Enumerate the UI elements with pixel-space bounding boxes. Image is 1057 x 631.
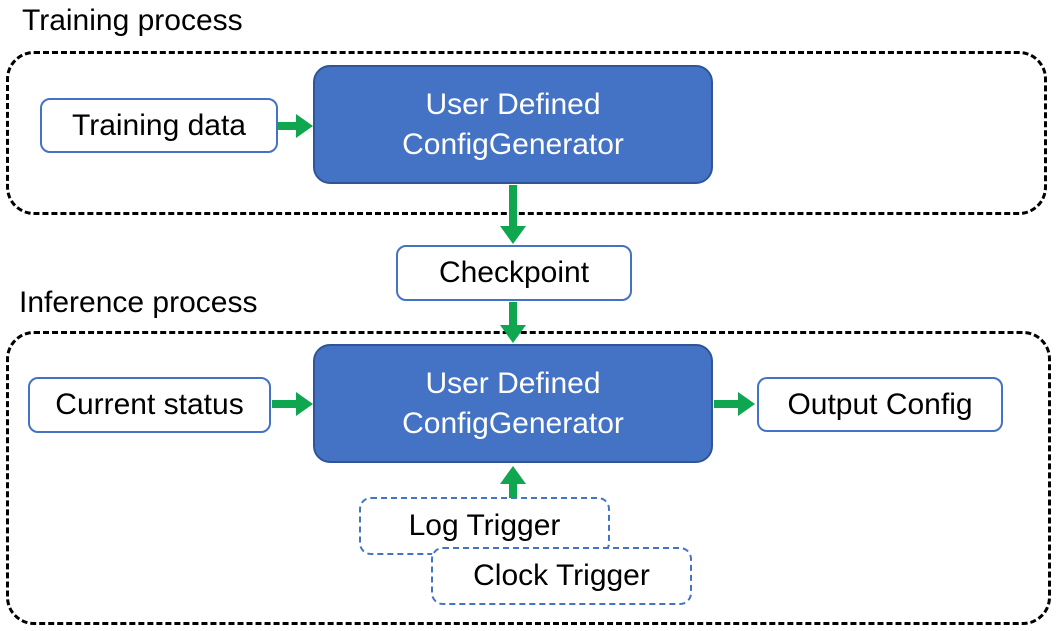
inference-process-container [6, 331, 1051, 625]
arrow-head-down-icon [500, 226, 526, 244]
training-data-label: Training data [72, 108, 246, 142]
inference-process-label: Inference process [19, 286, 258, 319]
arrow-shaft [509, 302, 517, 327]
arrow-head-right-icon [738, 392, 755, 416]
arrow-shaft [509, 482, 517, 498]
arrow-head-down-icon [500, 325, 526, 343]
training-process-label: Training process [22, 4, 243, 37]
config-generator-inference-line2: ConfigGenerator [402, 406, 624, 440]
config-generator-training-line2: ConfigGenerator [402, 127, 624, 161]
arrow-shaft [509, 185, 517, 228]
config-generator-training-node: User Defined ConfigGenerator [313, 65, 713, 184]
training-process-container [6, 51, 1047, 215]
clock-trigger-label: Clock Trigger [473, 559, 650, 592]
clock-trigger-node: Clock Trigger [431, 547, 692, 605]
log-trigger-node: Log Trigger [359, 497, 610, 555]
arrow-head-right-icon [296, 392, 313, 416]
checkpoint-label: Checkpoint [438, 256, 590, 289]
config-generator-inference-node: User Defined ConfigGenerator [313, 344, 713, 463]
current-status-label: Current status [55, 388, 244, 421]
arrow-shaft [278, 122, 298, 130]
training-data-node: Training data [40, 98, 278, 153]
config-generator-inference-line1: User Defined [425, 366, 601, 400]
arrow-shaft [714, 400, 740, 408]
arrow-head-right-icon [296, 114, 313, 138]
checkpoint-node: Checkpoint [396, 245, 632, 301]
output-config-node: Output Config [757, 377, 1003, 432]
config-generator-training-line1: User Defined [425, 87, 601, 121]
arrow-shaft [272, 400, 298, 408]
log-trigger-label: Log Trigger [408, 509, 561, 542]
current-status-node: Current status [28, 377, 271, 433]
output-config-label: Output Config [787, 387, 973, 421]
arrow-head-up-icon [500, 466, 526, 484]
